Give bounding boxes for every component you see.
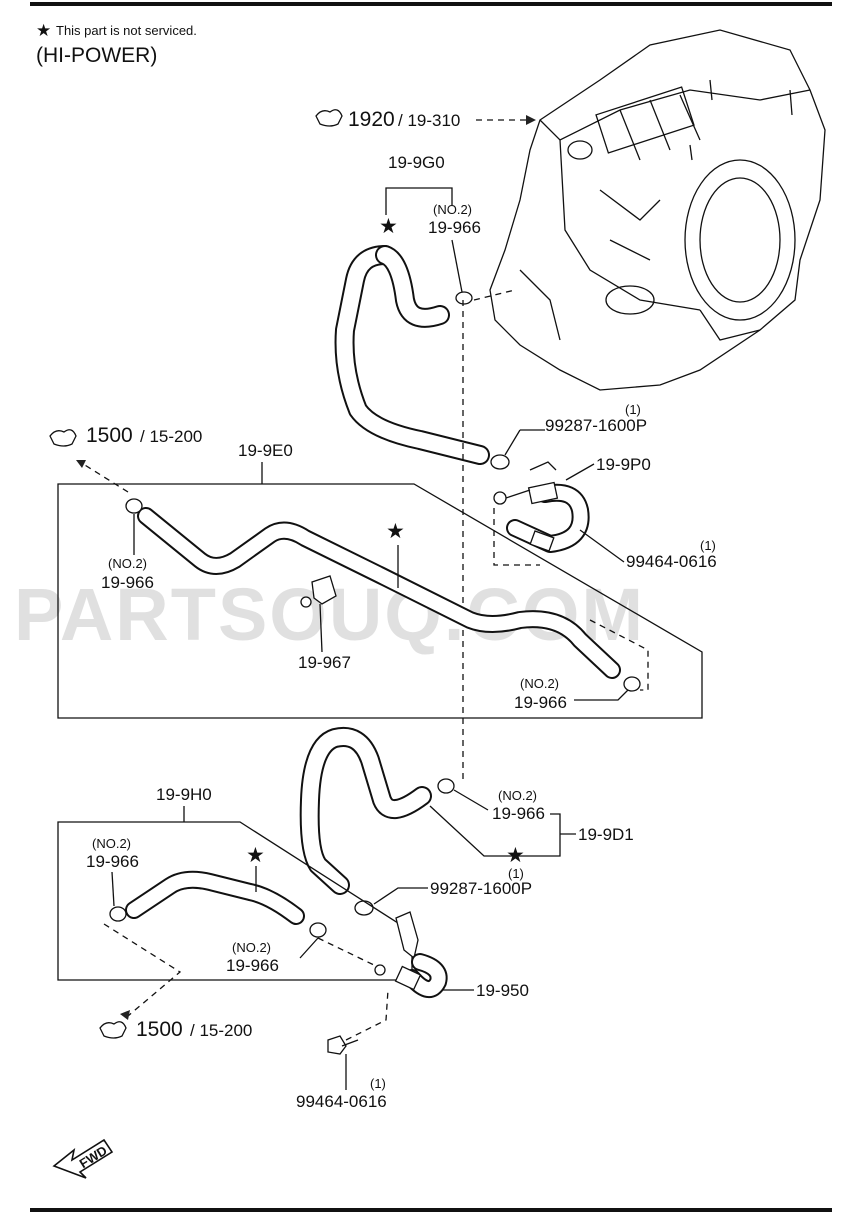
star-not-serviced-icon: ★	[246, 844, 265, 867]
leader-19-9g0	[385, 187, 453, 215]
label-19-967[interactable]: 19-967	[298, 653, 351, 672]
hose-19-9h0[interactable]	[125, 870, 305, 925]
label-19-9e0[interactable]: 19-9E0	[238, 441, 293, 460]
pipe-19-9p0[interactable]	[493, 461, 590, 553]
star-not-serviced-icon: ★	[379, 215, 398, 238]
ref-1500-bottom-callout[interactable]: 1500 / 15-200	[99, 1018, 252, 1041]
hose-clamp-icon[interactable]	[455, 291, 473, 305]
transaxle-case-illustration	[489, 29, 826, 391]
label-99464-b[interactable]: 99464-0616	[296, 1092, 387, 1111]
forward-arrow-icon: FWD	[52, 1138, 114, 1179]
label-19-966-d[interactable]: 19-966	[492, 804, 545, 823]
label-no2-d: (NO.2)	[498, 788, 537, 803]
label-19-966-c[interactable]: 19-966	[514, 693, 567, 712]
group-box-19-9e0	[57, 483, 703, 719]
label-no2-e: (NO.2)	[92, 836, 131, 851]
label-no2-b: (NO.2)	[108, 556, 147, 571]
ref-1500-bottom-main: 1500	[136, 1018, 183, 1041]
label-19-950[interactable]: 19-950	[476, 981, 529, 1000]
clip-19-967[interactable]	[300, 575, 337, 653]
ref-1500-top-sub: / 15-200	[140, 427, 202, 446]
label-99287-b[interactable]: 99287-1600P	[430, 879, 532, 898]
hose-19-9e0[interactable]	[137, 507, 621, 679]
hose-clamp-icon[interactable]	[125, 498, 143, 514]
label-99464-a[interactable]: 99464-0616	[626, 552, 717, 571]
bolt-99464-0616[interactable]	[327, 1035, 359, 1055]
ref-1500-top-main: 1500	[86, 424, 133, 447]
ref-1920-callout[interactable]: 1920 / 19-310	[315, 108, 536, 131]
label-19-966-a[interactable]: 19-966	[428, 218, 481, 237]
hose-clamp-icon[interactable]	[354, 900, 374, 916]
variant-label: (HI-POWER)	[36, 44, 157, 67]
hose-19-9d1[interactable]	[299, 727, 432, 895]
label-19-9d1[interactable]: 19-9D1	[578, 825, 634, 844]
reference-book-icon	[49, 429, 77, 447]
label-qty-a: (1)	[625, 402, 641, 417]
hose-clamp-icon[interactable]	[490, 454, 510, 470]
reference-book-icon	[99, 1021, 127, 1039]
hose-clamp-icon[interactable]	[623, 676, 641, 692]
ref-1500-bottom-sub: / 15-200	[190, 1021, 252, 1040]
label-qty-d: (1)	[370, 1076, 386, 1091]
label-19-9h0[interactable]: 19-9H0	[156, 785, 212, 804]
star-not-serviced-icon: ★	[506, 844, 525, 867]
label-19-966-f[interactable]: 19-966	[226, 956, 279, 975]
ref-1920-main: 1920	[348, 108, 395, 131]
hose-19-9g0[interactable]	[334, 245, 490, 465]
reference-book-icon	[315, 109, 343, 127]
label-no2-f: (NO.2)	[232, 940, 271, 955]
label-99287-a[interactable]: 99287-1600P	[545, 416, 647, 435]
bottom-rule	[30, 1208, 832, 1212]
label-no2-c: (NO.2)	[520, 676, 559, 691]
label-no2-a: (NO.2)	[433, 202, 472, 217]
ref-1920-sub: / 19-310	[398, 111, 460, 130]
label-19-966-b[interactable]: 19-966	[101, 573, 154, 592]
label-19-9p0[interactable]: 19-9P0	[596, 455, 651, 474]
hose-clamp-icon[interactable]	[109, 906, 127, 922]
star-legend-icon: ★	[36, 21, 51, 40]
label-qty-c: (1)	[508, 866, 524, 881]
ref-1500-top-callout[interactable]: 1500 / 15-200	[49, 424, 202, 447]
label-19-966-e[interactable]: 19-966	[86, 852, 139, 871]
top-rule	[30, 2, 832, 6]
hose-clamp-icon[interactable]	[309, 922, 327, 938]
star-legend-text: This part is not serviced.	[56, 23, 197, 38]
hose-clamp-icon[interactable]	[437, 778, 455, 794]
label-19-9g0[interactable]: 19-9G0	[388, 153, 445, 172]
star-not-serviced-icon: ★	[386, 520, 405, 543]
pipe-19-950[interactable]	[374, 911, 448, 998]
label-qty-b: (1)	[700, 538, 716, 553]
